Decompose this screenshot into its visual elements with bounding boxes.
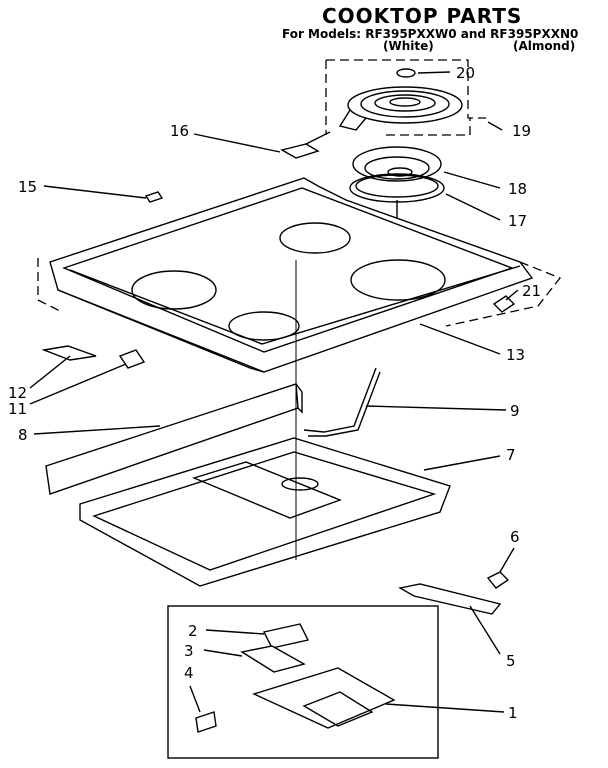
callout-labels: 20 19 18 17 16 15 21 13 12 11 8 9 7 6 5 … [8, 64, 541, 722]
bracket-and-knob [398, 571, 510, 615]
callout-7: 7 [506, 446, 516, 464]
callout-6: 6 [510, 528, 520, 546]
callout-12: 12 [8, 384, 27, 402]
callout-16: 16 [170, 122, 189, 140]
callout-18: 18 [508, 180, 527, 198]
callout-15: 15 [18, 178, 37, 196]
callout-11: 11 [8, 400, 27, 418]
callout-9: 9 [510, 402, 520, 420]
model-numbers: For Models: RF395PXXW0 and RF395PXXN0 [282, 27, 579, 41]
callout-1: 1 [508, 704, 518, 722]
page-title: COOKTOP PARTS [322, 4, 523, 28]
switch-inset [167, 605, 439, 759]
callout-2: 2 [188, 622, 198, 640]
callout-5: 5 [506, 652, 516, 670]
callout-8: 8 [18, 426, 28, 444]
rear-panel [45, 367, 381, 495]
cooktop-panel [37, 177, 562, 373]
burner-box [79, 260, 451, 587]
callout-3: 3 [184, 642, 194, 660]
callout-20: 20 [456, 64, 475, 82]
variant-white-label: (White) [383, 39, 434, 53]
callout-17: 17 [508, 212, 527, 230]
callout-4: 4 [184, 664, 194, 682]
callout-21: 21 [522, 282, 541, 300]
variant-almond-label: (Almond) [513, 39, 576, 53]
burner-assembly [280, 59, 486, 270]
leader-lines [29, 71, 519, 713]
callout-19: 19 [512, 122, 531, 140]
small-parts [41, 191, 516, 369]
callout-13: 13 [506, 346, 525, 364]
